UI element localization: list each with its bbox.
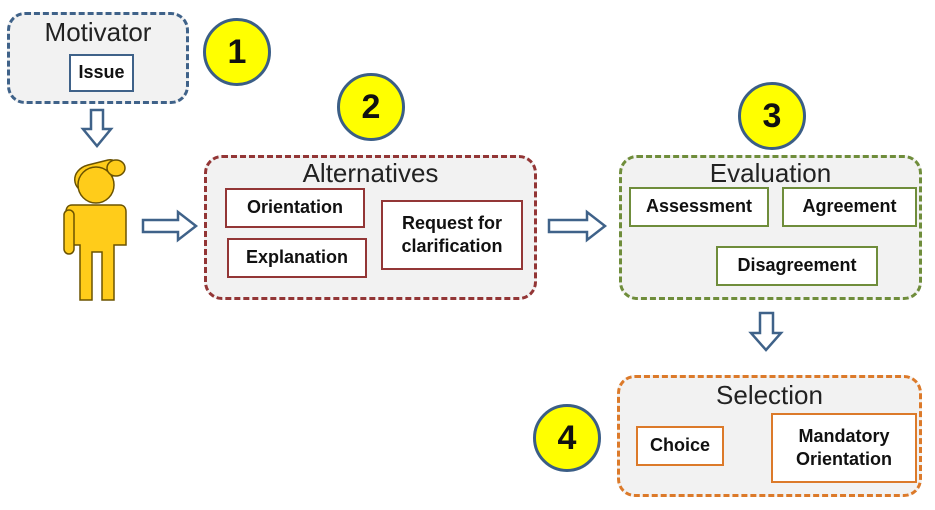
step-3-badge: 3 [738,82,806,150]
alternatives-title: Alternatives [302,158,439,188]
evaluation-group: Evaluation Assessment Agreement Disagree… [619,155,922,300]
agreement-node: Agreement [782,187,917,227]
choice-node: Choice [636,426,724,466]
step-4-badge: 4 [533,404,601,472]
explanation-node: Explanation [227,238,367,278]
arrow-down-motivator-icon [80,108,114,148]
arrow-down-to-selection-icon [748,311,784,352]
step-1-badge: 1 [203,18,271,86]
alternatives-group: Alternatives Orientation Explanation Req… [204,155,537,300]
request-for-clarification-node: Request for clarification [381,200,523,270]
motivator-title: Motivator [44,17,152,47]
selection-title: Selection [716,380,823,410]
disagreement-node: Disagreement [716,246,878,286]
motivator-group: Motivator Issue [7,12,189,104]
evaluation-title: Evaluation [709,158,832,188]
assessment-node: Assessment [629,187,769,227]
arrow-right-to-evaluation-icon [547,209,608,243]
arrow-right-to-alternatives-icon [141,209,199,243]
mandatory-orientation-node: Mandatory Orientation [771,413,917,483]
selection-group: Selection Choice Mandatory Orientation [617,375,922,497]
step-2-badge: 2 [337,73,405,141]
orientation-node: Orientation [225,188,365,228]
issue-node: Issue [69,54,134,92]
thinking-person-icon [63,159,127,301]
